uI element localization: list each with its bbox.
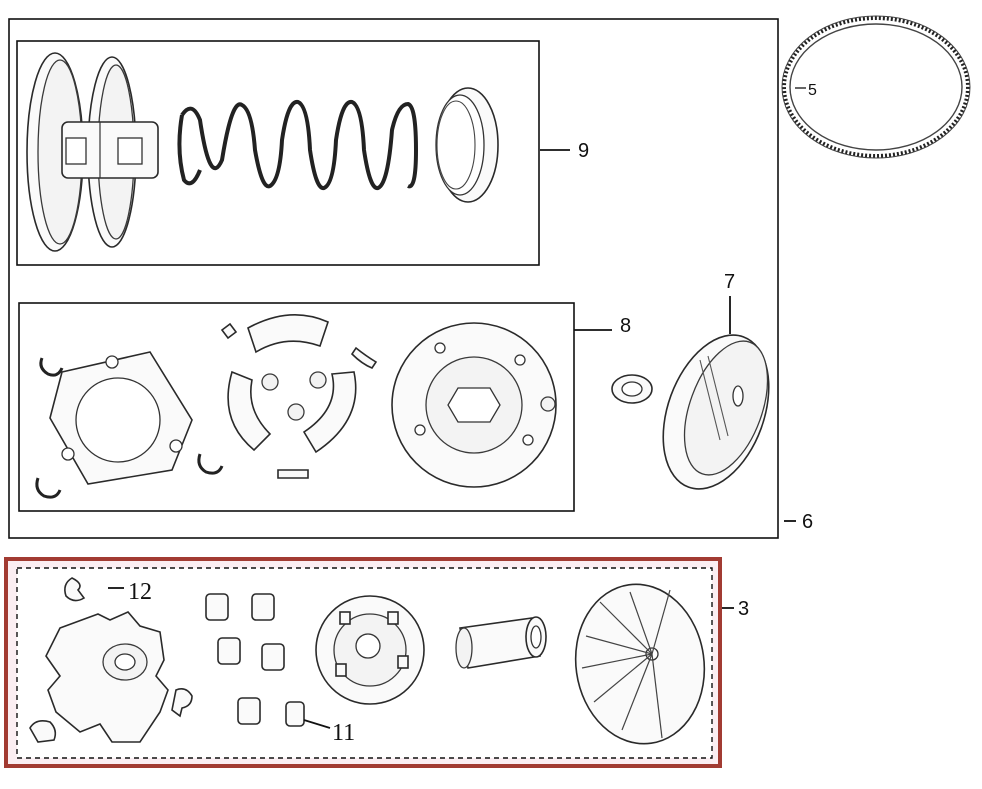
callout-9: 9 <box>578 140 589 162</box>
drive-belt-5-group: 5 <box>781 15 971 159</box>
callout-8: 8 <box>620 315 631 337</box>
callout-11: 11 <box>332 720 355 746</box>
drive-sleeve-part <box>455 616 547 669</box>
callout-5: 5 <box>808 82 817 99</box>
spring-seat-cup-part <box>435 87 499 203</box>
roller-weight-part <box>205 593 305 727</box>
clutch-shoe-part <box>220 314 378 479</box>
ramp-plate-part <box>45 611 169 743</box>
assembly-8-frame <box>18 302 575 512</box>
assembly-6-frame <box>8 18 779 539</box>
assembly-6-group: 6 <box>8 18 813 539</box>
damper-plate-part <box>49 351 193 485</box>
retaining-clip-part <box>35 357 224 499</box>
callout-6: 6 <box>802 511 813 533</box>
driven-spring-part <box>177 100 419 190</box>
driven-face-part <box>26 52 159 252</box>
callout-3: 3 <box>738 598 749 620</box>
drive-face-part <box>574 583 706 745</box>
assembly-9-frame <box>16 40 540 266</box>
clutch-outer-7-group: 7 <box>611 271 770 490</box>
callout-7: 7 <box>724 271 735 293</box>
variator-part <box>315 595 425 705</box>
lock-nut-part <box>611 374 653 404</box>
assembly-3-group: 12 11 <box>4 557 749 768</box>
clutch-outer-part <box>662 334 770 490</box>
clutch-hub-plate-part <box>391 322 557 488</box>
callout-12: 12 <box>128 579 152 605</box>
slider-piece-part <box>29 577 193 743</box>
assembly-8-group: 8 <box>18 302 631 512</box>
leader-11 <box>303 719 331 729</box>
assembly-9-group: 9 <box>16 40 589 266</box>
drive-belt-part <box>782 16 970 158</box>
